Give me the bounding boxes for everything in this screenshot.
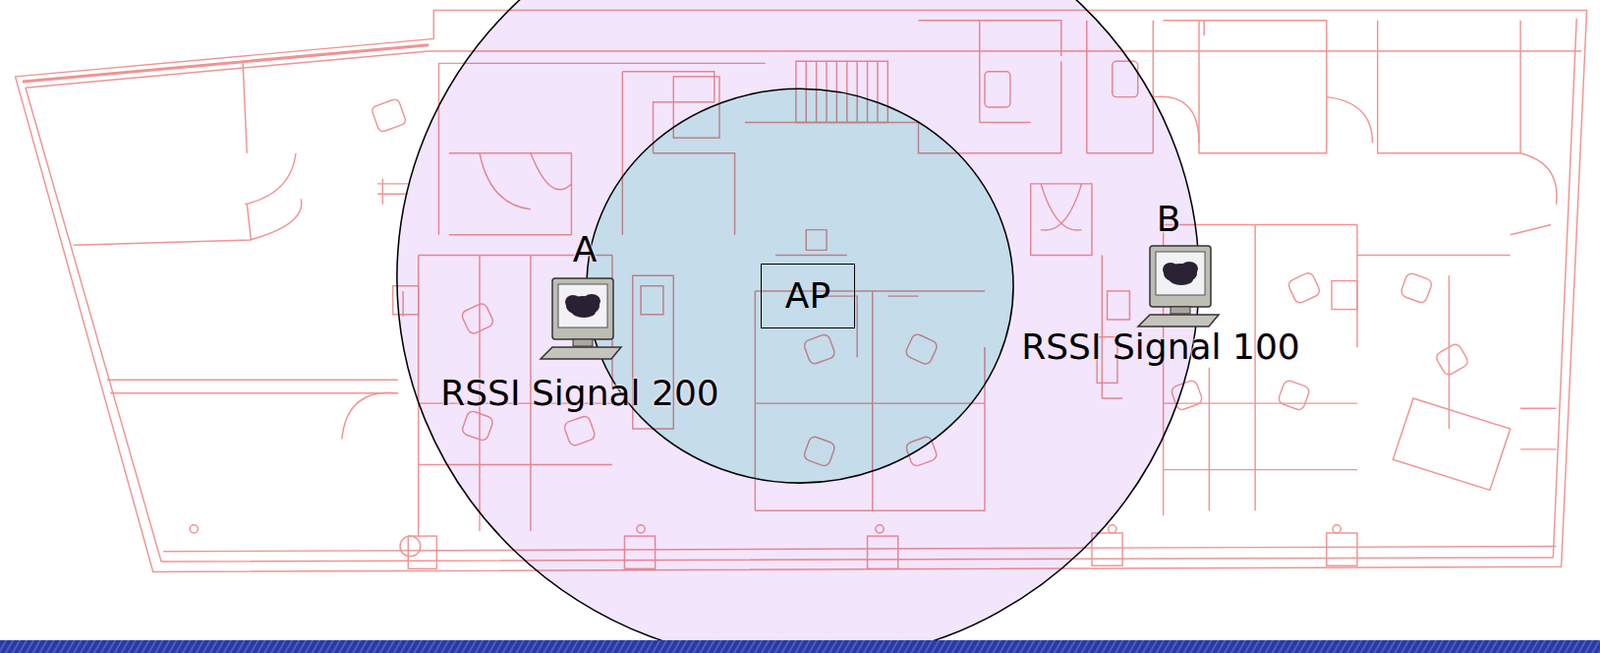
station-name: B bbox=[1156, 198, 1182, 239]
outer-coverage bbox=[397, 0, 1200, 653]
station-name: A bbox=[572, 228, 598, 270]
inner-coverage-outline bbox=[586, 88, 1014, 483]
inner-coverage bbox=[586, 88, 1014, 483]
computer-icon bbox=[540, 278, 622, 359]
computer-icon bbox=[1138, 245, 1219, 327]
footer-bar bbox=[0, 639, 1600, 653]
access-point-box: AP bbox=[760, 263, 856, 329]
signal-reading: RSSI Signal 200 bbox=[440, 372, 720, 413]
signal-reading: RSSI Signal 100 bbox=[1021, 326, 1301, 367]
outer-coverage-outline bbox=[397, 0, 1200, 653]
node-label: AP bbox=[785, 276, 831, 316]
floor-plan bbox=[15, 9, 1588, 572]
